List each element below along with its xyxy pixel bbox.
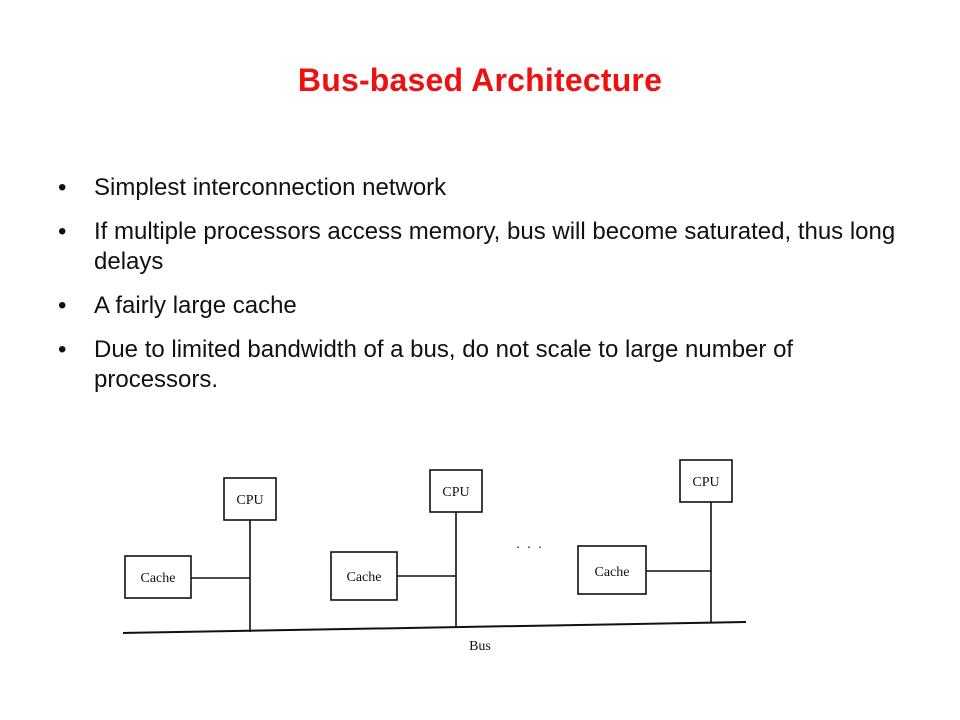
bullet-item: • A fairly large cache: [58, 291, 918, 321]
bullet-icon: •: [58, 336, 67, 363]
cache-label: Cache: [347, 570, 382, 585]
slide-title: Bus-based Architecture: [297, 62, 663, 98]
bullet-icon: •: [58, 174, 67, 201]
bullet-text: Due to limited bandwidth of a bus, do no…: [94, 336, 794, 393]
bus-line: [122, 621, 747, 634]
bullet-icon: •: [58, 292, 67, 319]
cpu-box: [223, 477, 277, 521]
processor-node: CPU Cache: [124, 477, 277, 632]
cache-label: Cache: [595, 565, 630, 580]
bullet-item: • Simplest interconnection network: [58, 173, 918, 203]
cache-box: [577, 545, 647, 595]
cache-box: [330, 551, 398, 601]
ellipsis: . . .: [516, 537, 544, 552]
bus-architecture-diagram: CPU Cache CPU Cache . . . CPU: [108, 450, 768, 670]
bullet-list: • Simplest interconnection network • If …: [58, 173, 918, 409]
bullet-text: Simplest interconnection network: [94, 174, 447, 201]
processor-node: CPU Cache: [330, 469, 483, 628]
diagram-svg: CPU Cache CPU Cache . . . CPU: [122, 459, 747, 654]
cpu-box: [429, 469, 483, 513]
cache-box: [124, 555, 192, 599]
bus-label: Bus: [469, 639, 491, 654]
cpu-label: CPU: [442, 485, 469, 500]
bullet-item: • If multiple processors access memory, …: [58, 217, 918, 277]
cpu-label: CPU: [236, 493, 263, 508]
bullet-text: A fairly large cache: [94, 292, 297, 319]
cpu-label: CPU: [692, 475, 719, 490]
bullet-item: • Due to limited bandwidth of a bus, do …: [58, 335, 918, 395]
bullet-text: If multiple processors access memory, bu…: [94, 218, 896, 275]
cpu-box: [679, 459, 733, 503]
cache-label: Cache: [141, 571, 176, 586]
bullet-icon: •: [58, 218, 67, 245]
processor-node: CPU Cache: [577, 459, 733, 623]
